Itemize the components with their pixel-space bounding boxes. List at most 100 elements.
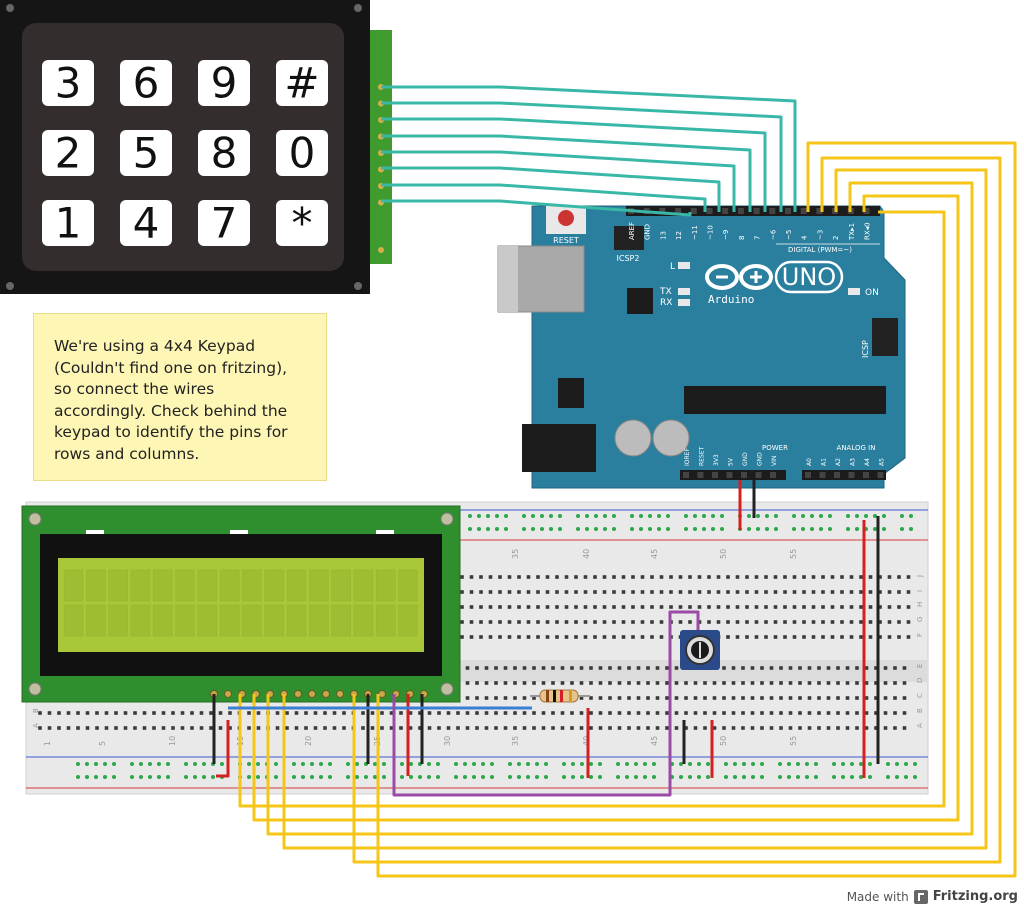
key-label: 5	[133, 129, 160, 178]
key-label: 0	[289, 129, 316, 178]
lcd-data-wire	[238, 210, 946, 808]
led-on	[848, 288, 860, 295]
icsp-label: ICSP	[861, 340, 870, 358]
key-5[interactable]: 5	[120, 129, 172, 178]
model-label: UNO	[782, 263, 836, 291]
icsp-header	[872, 318, 898, 356]
fritzing-logo-icon	[913, 889, 928, 904]
digital-pin-label: 12	[675, 231, 683, 240]
key-label: *	[292, 199, 313, 248]
key-2[interactable]: 2	[42, 129, 94, 178]
lcd-data-wire	[252, 194, 960, 822]
keypad-wire	[381, 183, 707, 212]
key-7[interactable]: 7	[198, 199, 250, 248]
keypad-connector	[370, 30, 392, 264]
breadboard-row-letter: I	[916, 590, 924, 592]
digital-pin-label: ~9	[722, 230, 730, 240]
capacitor-1	[614, 419, 652, 457]
breadboard-column-number: 20	[304, 736, 313, 746]
breadboard-row-letter: E	[916, 664, 924, 668]
digital-pin-label: 7	[754, 236, 762, 240]
analog-pin-label: A5	[879, 458, 886, 466]
resistor	[530, 689, 590, 703]
breadboard-column-number: 55	[789, 549, 798, 559]
key-*[interactable]: *	[276, 199, 328, 248]
reset-button[interactable]	[558, 210, 574, 226]
breadboard-row-letter: A	[32, 723, 40, 728]
key-9[interactable]: 9	[198, 59, 250, 108]
uno-badge	[774, 260, 844, 294]
pot-wiper-wire	[392, 610, 700, 797]
digital-label: DIGITAL (PWM=~)	[788, 246, 852, 254]
sticky-note: We're using a 4x4 Keypad (Couldn't find …	[33, 313, 327, 481]
key-6[interactable]: 6	[120, 59, 172, 108]
potentiometer[interactable]	[680, 630, 720, 670]
breadboard-row-letter: A	[916, 723, 924, 728]
microcontroller	[684, 386, 886, 414]
key-#[interactable]: #	[276, 59, 328, 108]
analog-pin-label: A3	[850, 458, 857, 466]
analog-header	[802, 470, 886, 480]
icsp2-header	[614, 226, 644, 250]
key-label: 4	[133, 199, 160, 248]
digital-pin-label: GND	[644, 224, 652, 240]
breadboard-column-number: 10	[168, 736, 177, 746]
digital-pin-label: AREF	[628, 222, 636, 240]
breadboard-column-number: 35	[511, 736, 520, 746]
digital-pin-label: ~3	[816, 230, 824, 240]
key-label: #	[284, 59, 319, 108]
power-pin-label: GND	[742, 452, 749, 466]
keypad-wire	[381, 85, 797, 212]
led-rx-label: RX	[660, 298, 672, 308]
power-header	[680, 470, 786, 480]
lcd-display	[21, 505, 461, 703]
digital-pin-label: ~11	[691, 225, 699, 240]
key-label: 7	[211, 199, 238, 248]
led-rx	[678, 299, 690, 306]
analog-pin-label: A1	[821, 458, 828, 466]
keypad-wire	[381, 166, 721, 212]
key-0[interactable]: 0	[276, 129, 328, 178]
power-pin-label: 3V3	[713, 454, 720, 466]
key-label: 2	[55, 129, 82, 178]
key-3[interactable]: 3	[42, 59, 94, 108]
analog-pin-label: A4	[864, 458, 871, 466]
analog-label: ANALOG IN	[837, 444, 876, 452]
breadboard-row-letter: B	[32, 708, 40, 713]
led-l-label: L	[670, 262, 675, 272]
power-pin-label: 5V	[728, 457, 735, 466]
breadboard-column-number: 1	[43, 741, 52, 746]
fritzing-brand[interactable]: Fritzing.org	[932, 889, 1018, 904]
led-on-label: ON	[865, 288, 879, 298]
digital-pin-label: TX▸1	[848, 223, 856, 241]
power-pin-label: IOREF	[684, 448, 691, 466]
keypad-wire	[381, 117, 767, 212]
capacitor-2	[652, 419, 690, 457]
key-label: 3	[55, 59, 82, 108]
breadboard-row-letter: G	[916, 617, 924, 622]
analog-pin-label: A2	[835, 458, 842, 466]
key-4[interactable]: 4	[120, 199, 172, 248]
keypad-wire	[381, 101, 783, 212]
breadboard-column-number: 45	[650, 736, 659, 746]
led-l	[678, 262, 690, 269]
breadboard-column-number: 55	[789, 736, 798, 746]
analog-pin-label: A0	[806, 458, 813, 466]
lcd-data-wire	[282, 168, 988, 850]
regulator	[558, 378, 584, 408]
lcd-vdd-wire	[216, 720, 230, 778]
lcd-data-wire	[266, 181, 974, 836]
digital-pin-label: 4	[801, 235, 809, 240]
breadboard-column-number: 40	[582, 549, 591, 559]
icsp2-label: ICSP2	[617, 254, 640, 263]
digital-pin-label: 8	[738, 236, 746, 240]
breadboard-row-letter: C	[916, 693, 924, 698]
key-8[interactable]: 8	[198, 129, 250, 178]
key-label: 8	[211, 129, 238, 178]
power-jack	[522, 424, 596, 472]
note-text: We're using a 4x4 Keypad (Couldn't find …	[54, 337, 288, 463]
key-1[interactable]: 1	[42, 199, 94, 248]
